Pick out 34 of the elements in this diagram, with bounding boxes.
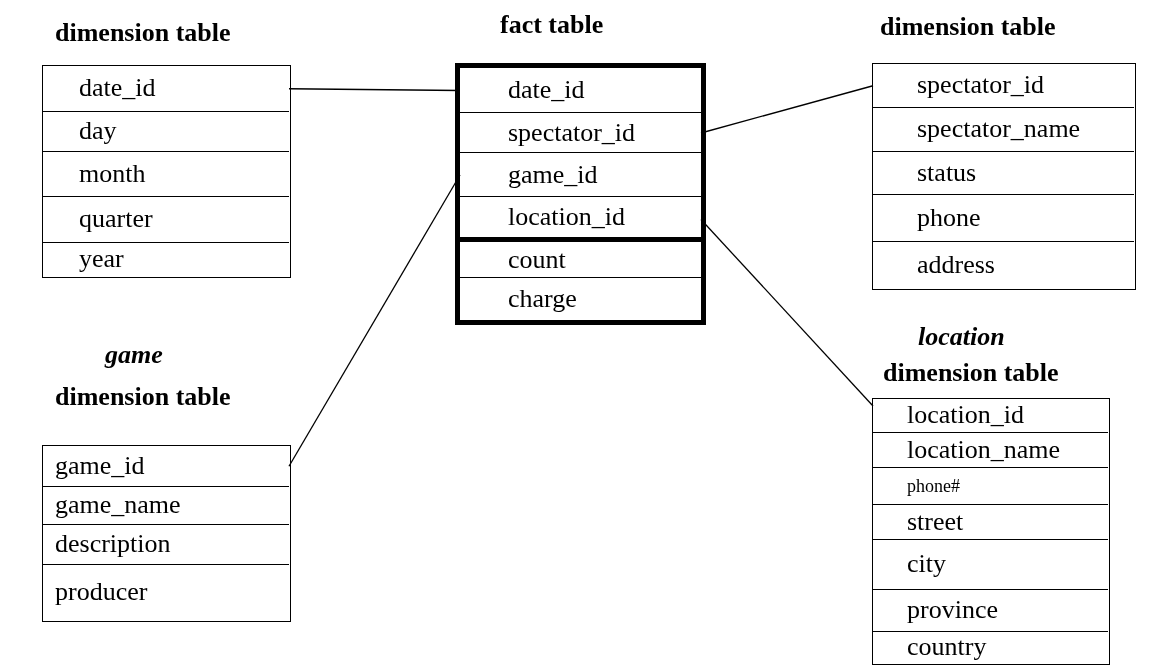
table-row: country (873, 631, 1108, 663)
table-row: date_id (43, 66, 289, 112)
table-row: day (43, 111, 289, 152)
table-row: address (873, 241, 1134, 288)
table-row: date_id (460, 68, 701, 113)
table-row: month (43, 151, 289, 197)
table-row: location_id (460, 197, 701, 242)
table-heading: dimension table (880, 12, 1056, 42)
table-row: spectator_name (873, 107, 1134, 152)
table-row: game_name (43, 486, 289, 525)
table-row: charge (460, 278, 701, 320)
table-row: game_id (43, 446, 289, 487)
table-row: quarter (43, 196, 289, 243)
table-heading: location (918, 322, 1005, 352)
table-row: city (873, 539, 1108, 590)
table-row: province (873, 589, 1108, 632)
table-heading: dimension table (55, 382, 231, 412)
table-heading: fact table (500, 10, 604, 40)
table-heading: game (105, 340, 163, 370)
table-row: phone# (873, 467, 1108, 505)
table-row: status (873, 151, 1134, 195)
table-row: street (873, 504, 1108, 540)
table-row: location_id (873, 399, 1108, 433)
table-row: phone (873, 194, 1134, 242)
table-row: spectator_id (873, 64, 1134, 108)
table-row: location_name (873, 432, 1108, 468)
table-row: game_id (460, 153, 701, 197)
table-row: year (43, 242, 289, 276)
table-heading: dimension table (883, 358, 1059, 388)
table-row: count (460, 242, 701, 278)
table-heading: dimension table (55, 18, 231, 48)
table-row: spectator_id (460, 113, 701, 153)
table-row: description (43, 524, 289, 565)
table-row: producer (43, 564, 289, 620)
